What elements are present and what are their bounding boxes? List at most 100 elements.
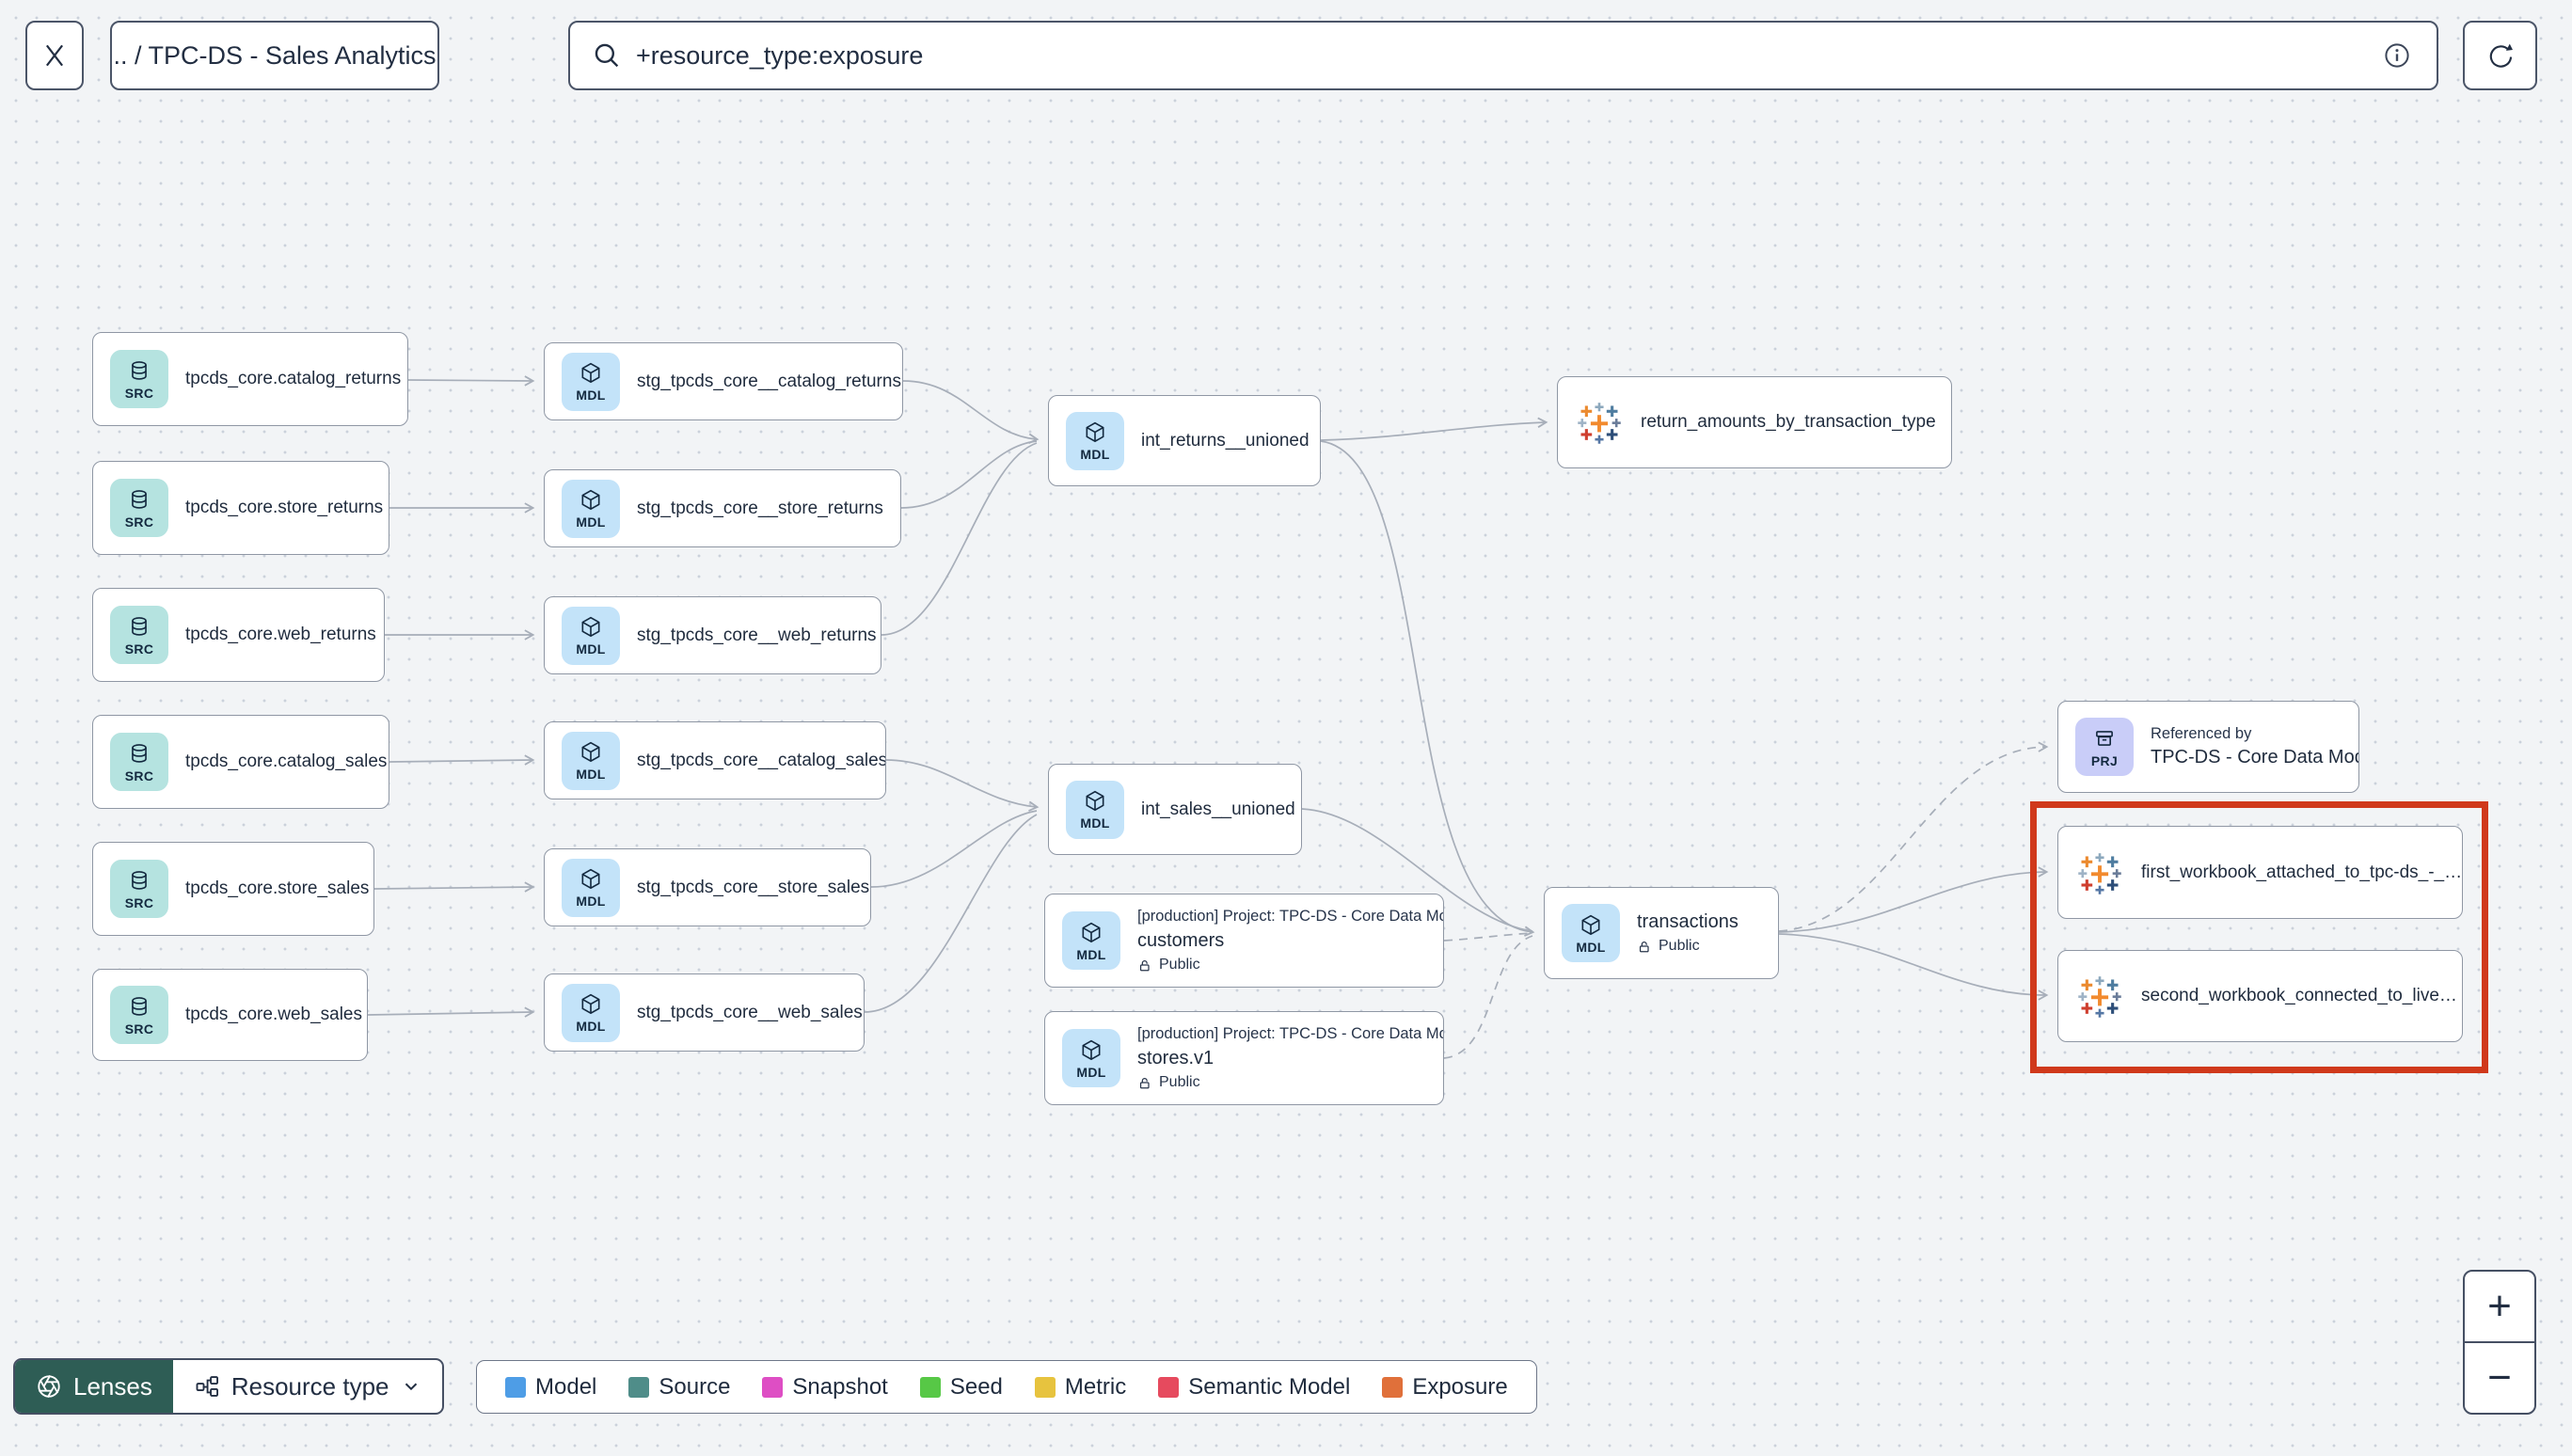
cube-icon [1082, 922, 1101, 942]
node-source[interactable]: SRC tpcds_core.store_sales [92, 842, 374, 936]
node-model[interactable]: MDL int_returns__unioned [1048, 395, 1321, 486]
legend-item: Exposure [1382, 1374, 1508, 1401]
model-badge-icon: MDL [562, 731, 620, 790]
model-name: transactions [1637, 910, 1738, 932]
node-exposure[interactable]: second_workbook_connected_to_live… [2057, 950, 2463, 1042]
node-model[interactable]: MDL stg_tpcds_core__catalog_sales [544, 721, 886, 799]
close-button[interactable] [25, 21, 84, 90]
cube-icon [1086, 421, 1104, 443]
zoom-out-button[interactable]: − [2487, 1354, 2512, 1401]
lenses-button[interactable]: Lenses [15, 1360, 173, 1413]
node-source[interactable]: SRC tpcds_core.catalog_sales [92, 715, 389, 809]
legend-item: Semantic Model [1158, 1374, 1350, 1401]
search-input[interactable] [636, 40, 2382, 71]
unlock-icon [1139, 1078, 1150, 1089]
breadcrumb[interactable]: .. / TPC-DS - Sales Analytics [110, 21, 439, 90]
visibility-label: Public [1159, 1073, 1200, 1090]
resource-type-label: Resource type [230, 1371, 389, 1401]
node-source[interactable]: SRC tpcds_core.store_returns [92, 461, 389, 555]
database-icon [132, 743, 147, 763]
cube-icon [1082, 1039, 1101, 1060]
lenses-control: Lenses Resource type [13, 1358, 444, 1415]
node-project-reference[interactable]: PRJ Referenced by TPC-DS - Core Data Mod… [2057, 701, 2359, 793]
search-icon [595, 43, 619, 68]
node-model[interactable]: MDL stg_tpcds_core__web_returns [544, 596, 881, 674]
database-icon [132, 489, 147, 509]
legend-item: Seed [919, 1374, 1003, 1401]
project-badge-icon: PRJ [2075, 718, 2134, 776]
node-source[interactable]: SRC tpcds_core.catalog_returns [92, 332, 408, 426]
cube-icon [581, 489, 600, 511]
node-model-customers[interactable]: MDL [production] Project: TPC-DS - Core … [1044, 894, 1444, 988]
visibility-label: Public [1159, 956, 1200, 973]
node-model-stores[interactable]: MDL [production] Project: TPC-DS - Core … [1044, 1011, 1444, 1105]
referenced-by-label: Referenced by [2151, 724, 2252, 742]
model-name: stores.v1 [1137, 1047, 1215, 1068]
database-icon [132, 996, 147, 1016]
resource-type-dropdown[interactable]: Resource type [173, 1360, 442, 1413]
node-model[interactable]: MDL stg_tpcds_core__store_sales [544, 848, 871, 926]
cube-icon [581, 362, 600, 384]
legend-swatch-exposure [1382, 1376, 1404, 1398]
resource-type-legend: Model Source Snapshot Seed Metric Semant… [476, 1360, 1537, 1414]
node-source[interactable]: SRC tpcds_core.web_returns [92, 588, 385, 682]
model-badge-icon: MDL [562, 858, 620, 917]
source-badge-icon: SRC [110, 860, 168, 918]
search-bar[interactable] [568, 21, 2438, 90]
node-model[interactable]: MDL stg_tpcds_core__web_sales [544, 973, 865, 1052]
legend-swatch-seed [919, 1376, 941, 1398]
tableau-icon [2078, 976, 2121, 1018]
source-badge-icon: SRC [110, 733, 168, 791]
source-badge-icon: SRC [110, 350, 168, 408]
database-icon [132, 616, 147, 636]
legend-swatch-snapshot [762, 1376, 784, 1398]
tableau-icon [1578, 403, 1621, 444]
legend-swatch-metric [1034, 1376, 1056, 1398]
model-badge-icon: MDL [562, 606, 620, 665]
archive-icon [2096, 730, 2113, 746]
model-badge-icon: MDL [1066, 411, 1124, 470]
refresh-icon [2489, 43, 2513, 68]
close-icon [45, 44, 64, 67]
refresh-button[interactable] [2463, 21, 2537, 90]
source-badge-icon: SRC [110, 606, 168, 664]
zoom-controls: + − [2463, 1270, 2536, 1415]
node-model-transactions[interactable]: MDL transactions Public [1544, 887, 1779, 979]
info-icon[interactable] [2382, 40, 2412, 71]
unlock-icon [1639, 942, 1649, 953]
cube-icon [581, 868, 600, 890]
zoom-in-button[interactable]: + [2465, 1272, 2534, 1343]
project-context-label: [production] Project: TPC-DS - Core Data… [1137, 907, 1444, 925]
model-badge-icon: MDL [1062, 911, 1120, 970]
breadcrumb-label: .. / TPC-DS - Sales Analytics [113, 40, 437, 70]
model-badge-icon: MDL [1066, 780, 1124, 839]
model-badge-icon: MDL [1062, 1029, 1120, 1087]
resource-type-icon [196, 1376, 218, 1397]
legend-item: Source [628, 1374, 730, 1401]
node-model[interactable]: MDL stg_tpcds_core__catalog_returns [544, 342, 903, 420]
legend-swatch-source [628, 1376, 650, 1398]
cube-icon [581, 993, 600, 1015]
node-exposure[interactable]: return_amounts_by_transaction_type [1557, 376, 1952, 468]
source-badge-icon: SRC [110, 479, 168, 537]
node-model[interactable]: MDL int_sales__unioned [1048, 764, 1302, 855]
model-badge-icon: MDL [562, 983, 620, 1042]
cube-icon [581, 616, 600, 638]
chevron-down-icon [405, 1383, 417, 1391]
legend-item: Metric [1034, 1374, 1126, 1401]
model-badge-icon: MDL [1562, 904, 1620, 962]
legend-item: Snapshot [762, 1374, 888, 1401]
node-exposure[interactable]: first_workbook_attached_to_tpc-ds_-_… [2057, 826, 2463, 919]
source-badge-icon: SRC [110, 986, 168, 1044]
legend-swatch-model [505, 1376, 526, 1398]
node-model[interactable]: MDL stg_tpcds_core__store_returns [544, 469, 901, 547]
legend-item: Model [505, 1374, 596, 1401]
cube-icon [1086, 790, 1104, 812]
database-icon [132, 360, 147, 380]
tableau-icon [2078, 852, 2121, 894]
model-badge-icon: MDL [562, 352, 620, 411]
node-source[interactable]: SRC tpcds_core.web_sales [92, 969, 368, 1061]
cube-icon [1581, 914, 1600, 935]
legend-swatch-semantic-model [1158, 1376, 1180, 1398]
